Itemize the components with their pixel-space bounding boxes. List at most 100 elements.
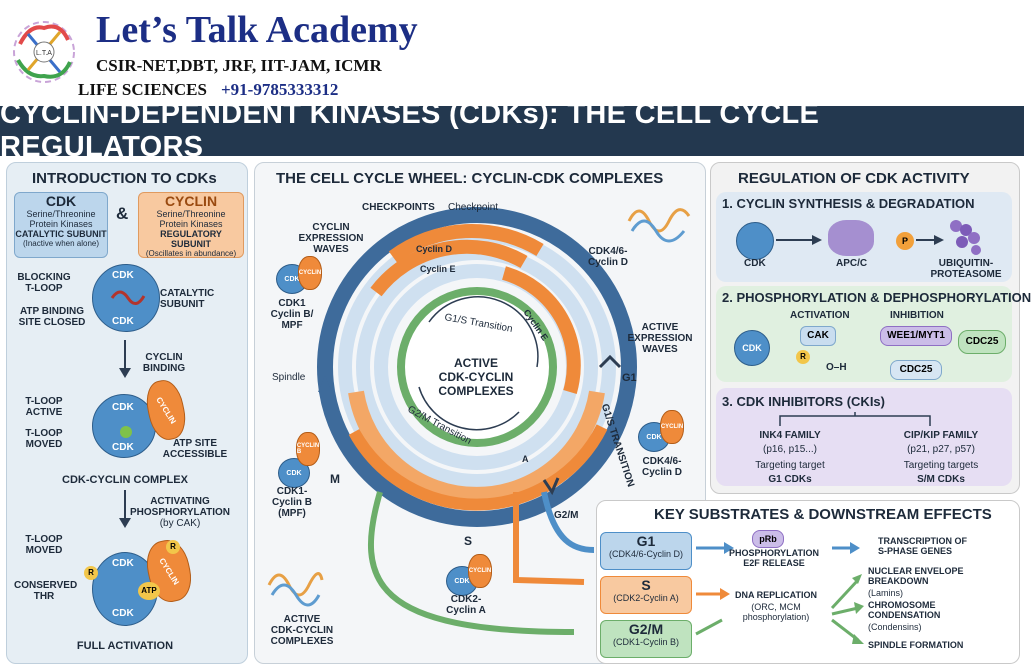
nuclear-envelope-sub: (Lamins) xyxy=(868,588,904,598)
reg-section-3-title: 3. CDK INHIBITORS (CKIs) xyxy=(722,394,885,409)
s-sub-detail: (CDK2-Cyclin A) xyxy=(613,593,679,603)
complex-cyclin-label: CYCLIN xyxy=(154,394,178,426)
cdk-definition-box: CDK Serine/Threonine Protein Kinases CAT… xyxy=(14,192,108,258)
apc-label: APC/C xyxy=(836,258,868,269)
atp-site-icon xyxy=(120,426,132,438)
catalytic-subunit-label: CATALYTIC SUBUNIT xyxy=(160,288,215,310)
checkpoint-label: Checkpoint xyxy=(448,202,499,213)
g1s-inner-arrow xyxy=(428,296,539,368)
s-sub-title: S xyxy=(641,577,651,593)
cyclin-box-name: CYCLIN xyxy=(164,193,218,209)
activation-label: ACTIVATION xyxy=(790,310,850,321)
g2m-arrowhead xyxy=(542,477,560,496)
s-to-s-arrow xyxy=(513,492,585,585)
g2m-substrate-box: G2/M (CDK1-Cyclin B) xyxy=(600,620,692,658)
reg-section-3 xyxy=(716,388,1012,486)
prb-badge: pRb xyxy=(752,530,784,548)
ink4-cdks-label: G1 CDKs xyxy=(768,474,812,485)
ampersand: & xyxy=(116,204,129,223)
inactive-cdk-top-label: CDK xyxy=(112,270,134,281)
substrates-title: KEY SUBSTRATES & DOWNSTREAM EFFECTS xyxy=(654,506,992,523)
nuclear-envelope-label: NUCLEAR ENVELOPE BREAKDOWN xyxy=(868,566,964,586)
tloop-moved-label: T-LOOP MOVED xyxy=(25,428,63,450)
atp-icon: ATP xyxy=(138,582,160,600)
cyclin-e-arc xyxy=(370,239,528,297)
spindle-label: Spindle xyxy=(272,372,306,383)
g2m-label: G2/M xyxy=(554,510,579,521)
cyclin-d-arc xyxy=(388,223,544,263)
checkpoints-label: CHECKPOINTS xyxy=(362,202,435,213)
cip-label: CIP/KIP FAMILY xyxy=(903,430,979,441)
cdk-box-line1: Serine/Threonine xyxy=(26,209,96,219)
cyclin-a-label: A xyxy=(522,454,529,464)
complex-cdk-bottom-label: CDK xyxy=(112,442,134,453)
blocking-loop-icon xyxy=(110,290,146,305)
cyclin-box-line2: Protein Kinases xyxy=(159,219,223,229)
cip-cdks-label: S/M CDKs xyxy=(917,474,965,485)
cdk2-label: CDK2- Cyclin A xyxy=(446,594,486,616)
g1-arrowhead xyxy=(598,354,622,369)
g1-label: G1 xyxy=(622,372,637,384)
cdk1-mini-cyclin: CYCLIN xyxy=(298,256,322,290)
cdk1-mpf-label: CDK1- Cyclin B (MPF) xyxy=(271,486,312,519)
atp-accessible-label: ATP SITE ACCESSIBLE xyxy=(162,438,228,460)
arrow-right-icon xyxy=(776,235,822,245)
ink4-label: INK4 FAMILY xyxy=(759,430,821,441)
cip-members: (p21, p27, p57) xyxy=(907,444,975,455)
cip-target-label: Targeting targets xyxy=(903,460,979,471)
tloop-moved-label-2: T-LOOP MOVED xyxy=(25,534,63,556)
active-waves-label: ACTIVE EXPRESSION WAVES xyxy=(627,322,693,355)
m-to-g2m-arrow xyxy=(367,491,575,635)
reg-section-2-title: 2. PHOSPHORYLATION & DEPHOSPHORYLATION xyxy=(722,290,1031,305)
cell-cycle-wheel xyxy=(317,200,637,635)
cdk-box-line2: Protein Kinases xyxy=(29,219,93,229)
intro-title: INTRODUCTION TO CDKs xyxy=(32,170,217,187)
full-activation-label: FULL ACTIVATION xyxy=(76,640,174,652)
full-cdk-bottom-label: CDK xyxy=(112,608,134,619)
chromosome-label: CHROMOSOME CONDENSATION xyxy=(868,600,941,620)
g1-sub-title: G1 xyxy=(636,533,656,549)
complex-cdk-top-label: CDK xyxy=(112,402,134,413)
cyclin-box-note: (Oscillates in abundance) xyxy=(145,249,237,258)
apc-shape xyxy=(828,220,874,256)
full-cyclin-label: CYCLIN xyxy=(157,555,181,587)
dna-replication-label: DNA REPLICATION xyxy=(735,590,817,600)
blocking-tloop-label: BLOCKING T-LOOP xyxy=(17,272,71,294)
cyclin-binding-label: CYCLIN BINDING xyxy=(142,352,186,374)
reg2-cdk-shape: CDK xyxy=(734,330,770,366)
conserved-thr-label: CONSERVED THR xyxy=(14,580,78,602)
phosphorylation-label: PHOSPHORYLATION E2F RELEASE xyxy=(728,548,819,568)
cak-box: CAK xyxy=(800,326,836,346)
complex-cdk-shape xyxy=(92,394,156,458)
m-arrowhead xyxy=(318,376,332,392)
reg-cdk-label: CDK xyxy=(744,258,766,269)
cdk46-top-label: CDK4/6- Cyclin D xyxy=(587,246,628,268)
complex-label: CDK-CYCLIN COMPLEX xyxy=(62,474,188,486)
cdk1-label: CDK1 Cyclin B/ MPF xyxy=(270,298,314,331)
center-label: ACTIVE CDK-CYCLIN COMPLEXES xyxy=(438,356,514,398)
by-cak-label: (by CAK) xyxy=(159,518,201,529)
g2m-sub-title: G2/M xyxy=(628,621,664,637)
atp-closed-label: ATP BINDING SITE CLOSED xyxy=(18,306,86,328)
inactive-cdk-bottom-label: CDK xyxy=(112,316,134,327)
cdk46-mini-cyclin: CYCLIN xyxy=(660,410,684,444)
ink4-target-label: Targeting target xyxy=(755,460,825,471)
transcription-label: TRANSCRIPTION OF S-PHASE GENES xyxy=(878,536,967,556)
academy-exams: CSIR-NET,DBT, JRF, IIT-JAM, ICMR xyxy=(96,56,382,75)
cdk1b-mini-cdk: CDK xyxy=(278,458,310,488)
cdk2-mini-cyclin: CYCLIN xyxy=(468,554,492,588)
cyclin-d-label: Cyclin D xyxy=(416,244,453,254)
down-arrow-icon-2 xyxy=(119,490,131,528)
inhibitor-bracket xyxy=(779,412,931,426)
cyclin-phosphate-icon: R xyxy=(166,540,180,554)
active-complexes-label: ACTIVE CDK-CYCLIN COMPLEXES xyxy=(270,614,334,647)
cdk1b-mini-cyclin: CYCLIN B xyxy=(296,432,320,466)
activating-label: ACTIVATING PHOSPHORYLATION xyxy=(130,496,231,518)
regulation-title: REGULATION OF CDK ACTIVITY xyxy=(738,170,970,187)
page-title: CYCLIN-DEPENDENT KINASES (CDKs): THE CEL… xyxy=(0,98,1024,163)
cdk-box-note: (Inactive when alone) xyxy=(22,239,100,248)
subject-label: LIFE SCIENCES xyxy=(78,80,207,99)
academy-subject-phone: LIFE SCIENCES+91-9785333312 xyxy=(78,80,338,100)
g1-to-g1-arrow xyxy=(541,491,595,553)
g2m-inner-arrow xyxy=(418,386,520,431)
